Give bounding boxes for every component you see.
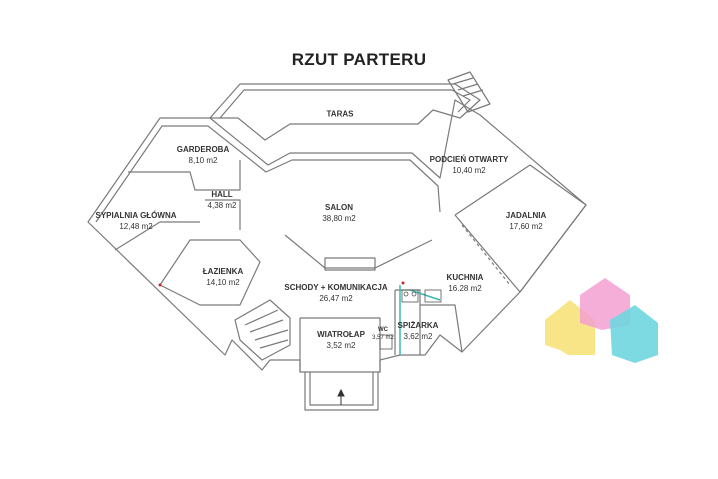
wall-sypialnia: [114, 221, 200, 251]
watermark-logo: [545, 278, 658, 363]
wall-wiatrolap: [299, 317, 381, 372]
marker-dot: [158, 283, 162, 287]
house-inner-wall: [95, 125, 441, 223]
stove-icon: [401, 289, 419, 303]
page-title: RZUT PARTERU: [291, 50, 427, 69]
terrace-outline: [209, 83, 481, 141]
stairs: [234, 299, 291, 361]
house-outer-wall: [87, 99, 587, 373]
sink-icon: [424, 289, 442, 303]
toilet-icon: [379, 334, 393, 350]
fireplace: [284, 234, 433, 269]
wall-hall: [205, 199, 241, 230]
wall-jadalnia-dashed: [461, 224, 511, 286]
fireplace-box: [324, 257, 376, 271]
room-taras: TARAS: [326, 109, 354, 119]
terrace-inner: [219, 89, 471, 119]
terrace-steps: [447, 71, 491, 113]
entrance-arrow-icon: [337, 388, 345, 405]
wall-lazienka: [159, 239, 261, 306]
wall-spizarka: [420, 304, 463, 353]
logo-house-cyan: [610, 305, 658, 363]
wall-garderoba: [128, 160, 241, 191]
wall-jadalnia: [454, 164, 587, 293]
